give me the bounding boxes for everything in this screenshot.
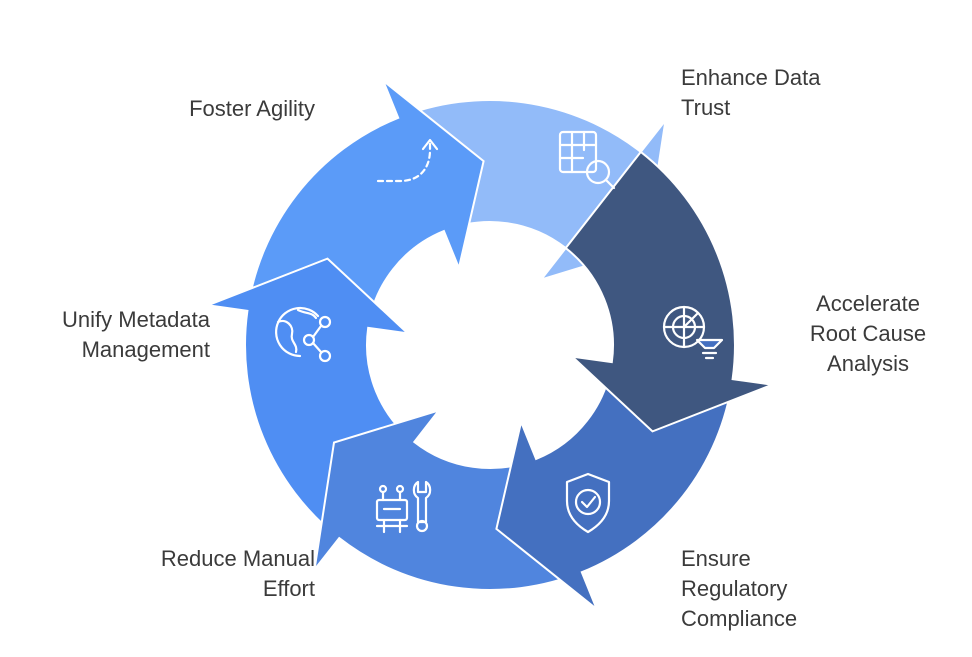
segment-enhance-data-trust	[564, 150, 777, 433]
label-line: Regulatory	[681, 576, 788, 601]
label-reduce-manual-effort: Reduce Manual Effort	[161, 544, 315, 604]
radar-funnel-icon	[662, 305, 724, 360]
label-line: Accelerate	[816, 291, 920, 316]
label-line: Trust	[681, 95, 731, 120]
label-line: Reduce Manual	[160, 546, 315, 571]
label-line: Analysis	[827, 351, 909, 376]
label-line: Effort	[262, 576, 315, 601]
label-line: Enhance Data	[681, 65, 821, 90]
label-line: Unify Metadata	[62, 307, 210, 332]
label-unify-metadata: Unify Metadata Management	[62, 305, 210, 365]
label-line: Foster Agility	[189, 96, 315, 121]
dashed-arrow-up-icon	[376, 138, 439, 183]
label-line: Management	[81, 337, 210, 362]
segment-ensure-compliance	[312, 408, 584, 591]
globe-share-icon	[275, 306, 332, 363]
robot-wrench-icon	[375, 480, 432, 534]
label-line: Ensure	[681, 546, 751, 571]
label-line: Root Cause	[809, 321, 927, 346]
label-enhance-data-trust: Enhance Data Trust	[681, 63, 820, 123]
label-line: Compliance	[681, 606, 798, 631]
table-search-icon	[558, 130, 616, 190]
label-ensure-compliance: Ensure Regulatory Compliance	[681, 544, 797, 634]
label-foster-agility: Foster Agility	[189, 94, 315, 124]
shield-check-icon	[565, 472, 611, 534]
label-accelerate-root-cause: Accelerate Root Cause Analysis	[798, 289, 938, 379]
